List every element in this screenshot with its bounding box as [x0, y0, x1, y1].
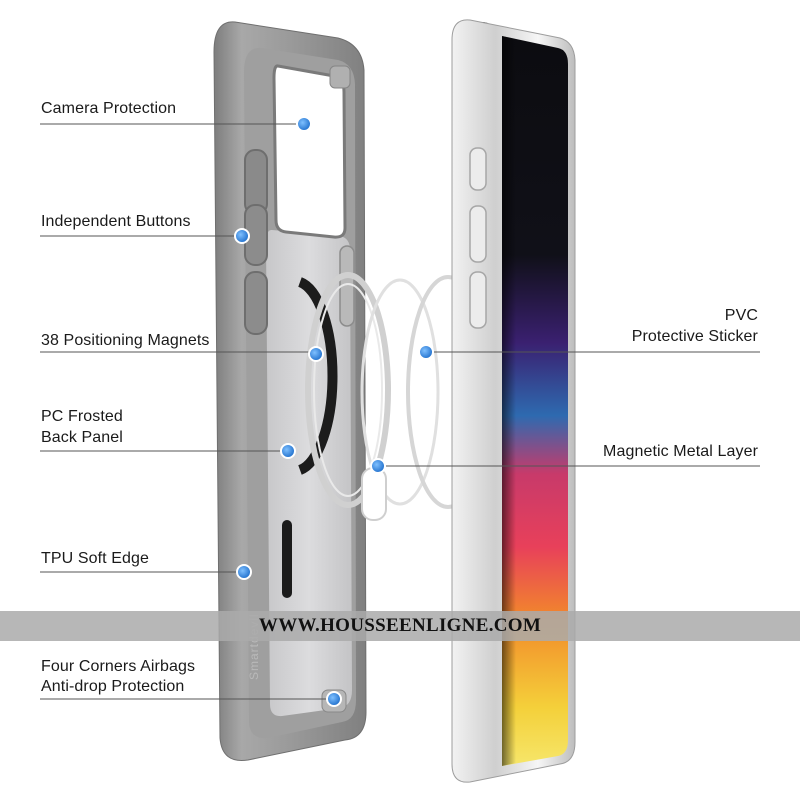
four-corners-dot [326, 691, 342, 707]
pvc-sticker-dot [418, 344, 434, 360]
label-four-corners-line1: Four Corners Airbags [41, 658, 196, 675]
label-magnetic-metal-layer: Magnetic Metal Layer [603, 443, 758, 460]
label-positioning-magnets: 38 Positioning Magnets [41, 332, 210, 349]
phone [451, 19, 576, 783]
label-independent-buttons: Independent Buttons [41, 213, 191, 230]
camera-protection-dot [296, 116, 312, 132]
independent-buttons-dot [234, 228, 250, 244]
pc-frosted-dot [280, 443, 296, 459]
label-pvc-line2: Protective Sticker [631, 328, 758, 345]
label-tpu-soft-edge: TPU Soft Edge [41, 550, 150, 567]
positioning-magnets-dot [308, 346, 324, 362]
magnetic-metal-dot [370, 458, 386, 474]
watermark-band [0, 611, 800, 641]
callout-lines [40, 123, 760, 700]
tpu-soft-edge-dot [236, 564, 252, 580]
label-pc-frosted-line2: Back Panel [41, 429, 123, 446]
label-camera-protection: Camera Protection [41, 100, 177, 117]
label-pc-frosted-line1: PC Frosted [41, 408, 123, 425]
watermark-text: WWW.HOUSSEENLIGNE.COM [258, 615, 542, 636]
callout-dots [234, 116, 434, 707]
phone-case [213, 21, 367, 762]
label-pvc-line1: PVC [724, 307, 758, 324]
label-four-corners-line2: Anti-drop Protection [41, 678, 185, 695]
